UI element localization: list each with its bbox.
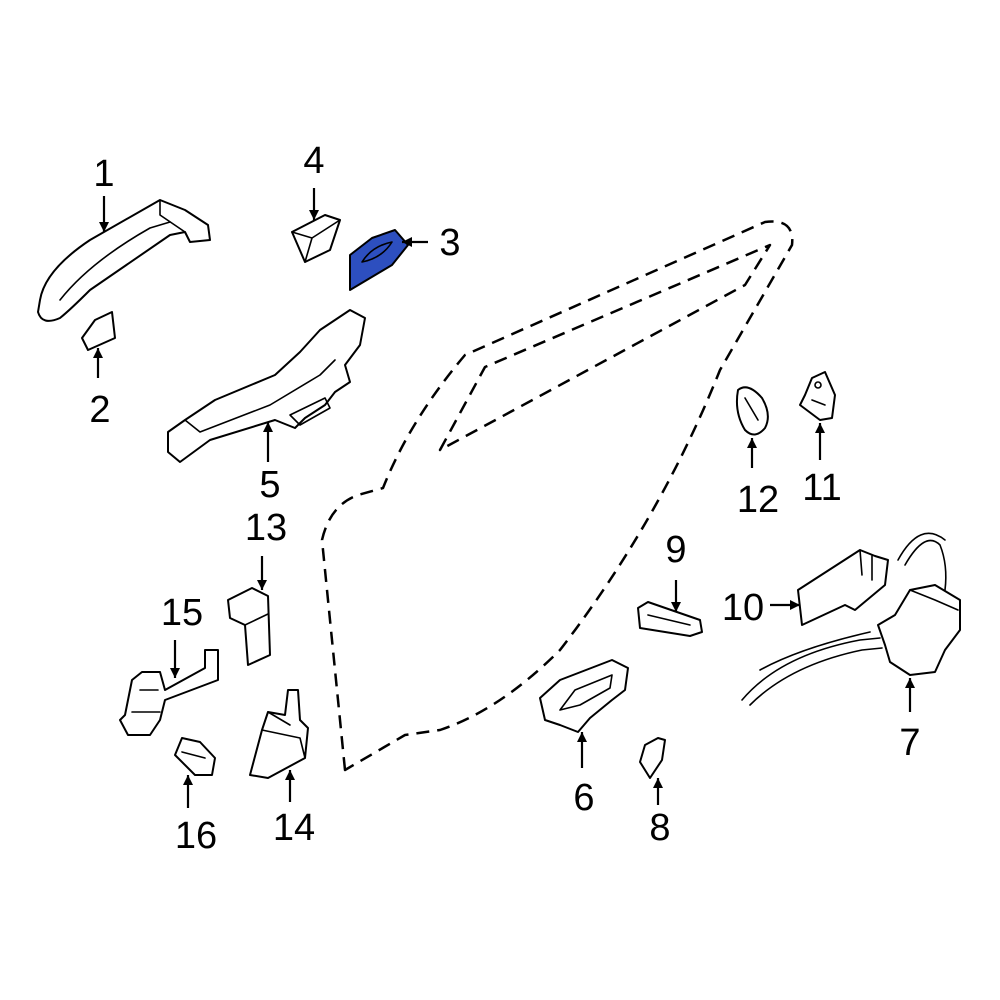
callout-2: 2 <box>89 389 110 431</box>
callout-6: 6 <box>573 777 594 819</box>
callout-7: 7 <box>899 722 920 764</box>
callout-10: 10 <box>722 587 764 629</box>
callout-11: 11 <box>802 467 841 509</box>
part-clip-13[interactable] <box>227 587 271 666</box>
callout-labels: 1 2 3 4 5 6 7 8 9 10 11 12 13 14 15 16 <box>89 140 920 857</box>
part-cover-10[interactable] <box>797 549 889 626</box>
callout-8: 8 <box>649 807 670 849</box>
part-bracket[interactable] <box>799 371 836 421</box>
callout-4: 4 <box>303 140 324 182</box>
part-small-block[interactable] <box>291 214 341 263</box>
callout-5: 5 <box>259 464 280 506</box>
callout-14: 14 <box>273 807 315 849</box>
part-inner-handle[interactable] <box>539 659 629 733</box>
part-handle-cap[interactable] <box>81 311 116 351</box>
part-block-16[interactable] <box>174 737 216 776</box>
part-bracket-14[interactable] <box>249 689 309 779</box>
part-check-strap[interactable] <box>119 649 219 736</box>
callout-arrows <box>93 188 915 808</box>
callout-12: 12 <box>737 479 779 521</box>
callout-15: 15 <box>161 592 203 634</box>
part-latch-assembly[interactable] <box>741 532 961 706</box>
callout-3: 3 <box>439 222 460 264</box>
part-highlighted-cover[interactable] <box>349 229 409 291</box>
callout-1: 1 <box>93 153 114 195</box>
part-small-bracket-8[interactable] <box>639 737 666 779</box>
part-piece-9[interactable] <box>637 601 703 637</box>
part-handle-frame[interactable] <box>167 309 366 463</box>
part-outer-handle[interactable] <box>37 199 211 322</box>
callout-16: 16 <box>175 815 217 857</box>
callout-9: 9 <box>665 529 686 571</box>
callout-13: 13 <box>245 507 287 549</box>
door-outline <box>320 220 794 772</box>
part-grommet[interactable] <box>735 386 769 436</box>
